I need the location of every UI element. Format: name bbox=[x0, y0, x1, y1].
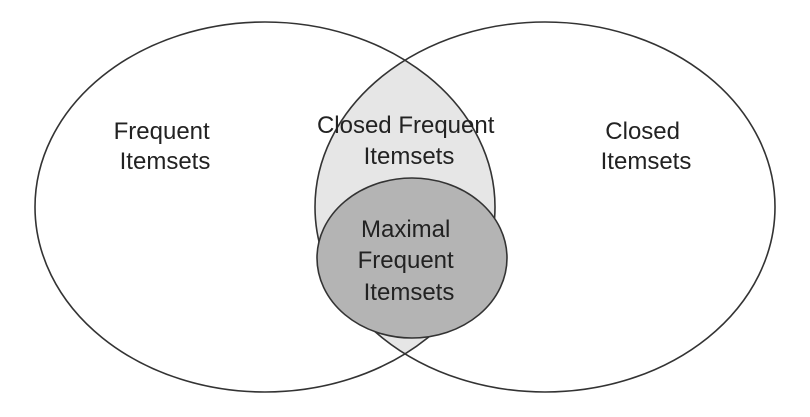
closed-frequent-itemsets-label-line-2: Itemsets bbox=[364, 143, 455, 170]
maximal-frequent-itemsets-label-line-2: Frequent bbox=[358, 247, 454, 274]
maximal-frequent-itemsets-ellipse bbox=[316, 177, 508, 339]
closed-itemsets-label: Closed Itemsets bbox=[601, 118, 692, 175]
frequent-itemsets-ellipse bbox=[34, 21, 496, 393]
closed-itemsets-label-line-1: Closed bbox=[605, 118, 680, 145]
frequent-itemsets-label: Frequent Itemsets bbox=[114, 118, 217, 175]
maximal-frequent-itemsets-label-line-3: Itemsets bbox=[364, 279, 455, 306]
closed-frequent-itemsets-label: Closed Frequent Itemsets bbox=[317, 112, 501, 170]
frequent-itemsets-label-line-2: Itemsets bbox=[120, 148, 211, 175]
closed-itemsets-label-line-2: Itemsets bbox=[601, 148, 692, 175]
closed-frequent-itemsets-label-line-1: Closed Frequent bbox=[317, 112, 495, 139]
maximal-frequent-itemsets-label: Maximal Frequent Itemsets bbox=[358, 216, 461, 306]
maximal-frequent-itemsets-label-line-1: Maximal bbox=[361, 216, 450, 243]
frequent-itemsets-label-line-1: Frequent bbox=[114, 118, 210, 145]
closed-itemsets-ellipse bbox=[314, 21, 776, 393]
